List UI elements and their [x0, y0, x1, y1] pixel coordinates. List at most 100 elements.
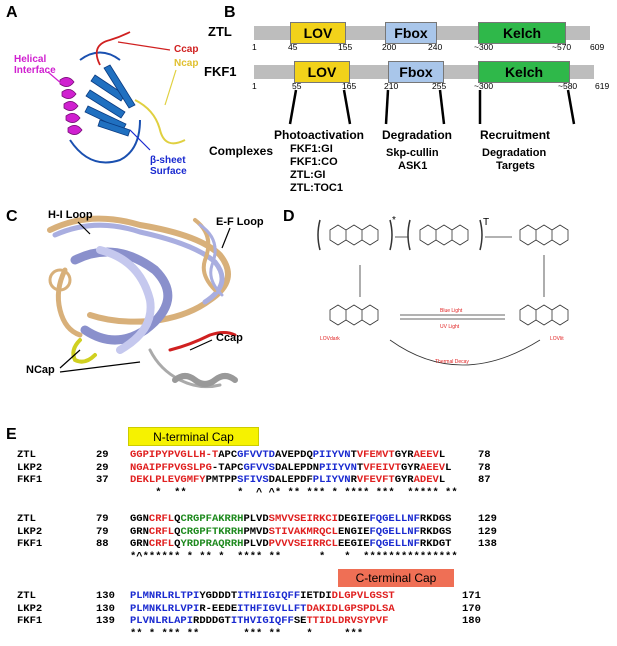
conservation-line: * ** * ^ ^* ** *** * **** *** ***** **: [130, 486, 458, 499]
seq-start: 37: [96, 474, 109, 486]
seq-end: 129: [478, 513, 497, 525]
species-name: ZTL: [17, 513, 36, 525]
panel-label-e: E: [6, 426, 17, 443]
photo-complex: FKF1:GI: [290, 143, 333, 155]
sequence-line: GGNCRFLQCRGPFAKRRHPLVDSMVVSEIRKCIDEGIEFQ…: [130, 513, 451, 525]
species-name: ZTL: [17, 590, 36, 602]
species-name: FKF1: [17, 538, 43, 550]
sequence-segment: TTIDLDRVSYPVF: [306, 615, 389, 627]
sequence-segment: -TAPC: [211, 461, 244, 474]
fkf1-tick: 55: [292, 81, 302, 91]
fkf1-tick: ~300: [474, 81, 494, 91]
sequence-segment: ITHVIGIQFF: [230, 615, 294, 627]
ztl-fbox-domain: Fbox: [385, 22, 437, 44]
ztl-tick: 240: [428, 42, 443, 52]
ncap-label-a: Ncap: [174, 58, 199, 69]
sequence-segment: PIIYVN: [312, 449, 351, 461]
sequence-segment: GYR: [394, 474, 414, 486]
lov-dark-label: LOVdark: [320, 336, 340, 342]
sequence-segment: CRFL: [148, 538, 175, 550]
hi-loop-arrow: [77, 221, 91, 235]
sequence-segment: T: [350, 449, 357, 461]
fkf1-fbox-domain: Fbox: [388, 61, 444, 83]
sequence-segment: PLMNRLRLTPI: [130, 590, 200, 602]
sequence-segment: RDDDGT: [193, 615, 231, 627]
ztl-tick: 155: [338, 42, 353, 52]
seq-end: 78: [478, 461, 491, 474]
sequence-segment: CRFL: [148, 525, 175, 538]
photo-complex: ZTL:GI: [290, 169, 326, 181]
ncap-arrow-2: [59, 361, 141, 373]
sequence-segment: ENGIE: [337, 525, 370, 538]
ccap-arrow: [117, 41, 171, 51]
sequence-segment: CRFL: [148, 513, 175, 525]
lov-structure-cartoon: [47, 31, 186, 164]
sequence-segment: VFEMVT: [356, 449, 395, 461]
panel-label-c: C: [6, 208, 18, 225]
panel-label-b: B: [224, 4, 236, 21]
sequence-segment: ITHIIGIQFF: [237, 590, 301, 602]
sequence-segment: DAKIDLGPSPDLSA: [306, 602, 395, 615]
seq-end: 171: [462, 590, 481, 602]
thermal-decay-label: Thermal Decay: [435, 359, 469, 365]
sequence-line: PLMNRLRLTPIYGDDDTITHIIGIQFFIETDIDLGPVLGS…: [130, 590, 395, 602]
conservation-line: *^****** * ** * **** ** * * ************…: [130, 550, 458, 563]
photo-complex: ZTL:TOC1: [290, 182, 343, 194]
fkf1-lov-domain: LOV: [294, 61, 350, 83]
sequence-segment: Q: [174, 513, 181, 525]
sequence-segment: PLVNLRLAPI: [130, 615, 194, 627]
sequence-segment: GFVVTD: [237, 449, 275, 461]
fkf1-tick: 165: [342, 81, 357, 91]
surface-text: Surface: [150, 166, 187, 177]
blue-light-label: Blue Light: [440, 308, 463, 314]
sequence-segment: L: [438, 474, 446, 486]
ccap-arrow-c: [189, 339, 213, 351]
photo-complex: FKF1:CO: [290, 156, 338, 168]
helical-text: Helical: [14, 54, 47, 65]
sequence-segment: DLGPVLGSST: [331, 590, 395, 602]
seq-start: 130: [96, 602, 115, 615]
domain-connector-lines: [288, 89, 576, 125]
sequence-segment: ADEV: [413, 474, 439, 486]
sequence-segment: GGN: [130, 513, 149, 525]
seq-end: 138: [478, 538, 497, 550]
sequence-segment: GYR: [394, 449, 414, 461]
sequence-segment: PLIYVN: [312, 474, 351, 486]
hi-loop-label: H-I Loop: [48, 209, 93, 221]
sequence-segment: YRDPRAQRRH: [180, 538, 244, 550]
ccap-label-a: Ccap: [174, 44, 199, 55]
degradation-complex: Skp-cullin: [386, 147, 439, 159]
helical-arrow: [47, 71, 63, 85]
sequence-segment: AEEV: [419, 461, 446, 474]
sequence-segment: ITHFIGVLLFT: [237, 602, 307, 615]
beta-sheet-label: β-sheet Surface: [150, 155, 187, 177]
ef-loop-label: E-F Loop: [216, 216, 264, 228]
n-terminal-cap-label: N-terminal Cap: [153, 429, 234, 444]
species-name: ZTL: [17, 449, 36, 461]
sequence-segment: Q: [174, 538, 181, 550]
fkf1-tick: ~580: [558, 81, 578, 91]
sequence-segment: PMTPP: [205, 474, 238, 486]
sequence-segment: L: [438, 449, 446, 461]
sequence-line: GGPIPYPVGLLH-TAPCGFVVTDAVEPDQPIIYVNTVFEM…: [130, 449, 445, 461]
sequence-line: NGAIPFPVGSLPG-TAPCGFVVSDALEPDNPIIYVNTVFE…: [130, 462, 451, 474]
sequence-segment: RKDGS: [419, 513, 452, 525]
sequence-segment: PLVD: [243, 513, 269, 525]
sequence-segment: AEEV: [413, 449, 439, 461]
sequence-segment: CRGPFAKRRH: [180, 513, 244, 525]
ztl-lov-domain: LOV: [290, 22, 346, 44]
photoactivation-label: Photoactivation: [274, 128, 365, 142]
species-name: LKP2: [17, 602, 43, 615]
seq-end: 129: [478, 525, 497, 538]
recruit-target: Degradation: [482, 147, 547, 159]
fkf1-tick: 1: [252, 81, 257, 91]
sequence-segment: GYR: [401, 461, 420, 474]
degradation-complex: ASK1: [398, 160, 428, 172]
c-terminal-cap-box: C-terminal Cap: [338, 569, 454, 587]
recruit-target: Targets: [496, 160, 535, 172]
sequence-segment: APC: [218, 449, 238, 461]
sequence-segment: FQGELLNF: [369, 525, 420, 538]
ccap-label-c: Ccap: [216, 332, 243, 344]
ncap-label-c: NCap: [26, 364, 55, 376]
conservation-line: ** * *** ** *** ** * ***: [130, 627, 364, 640]
